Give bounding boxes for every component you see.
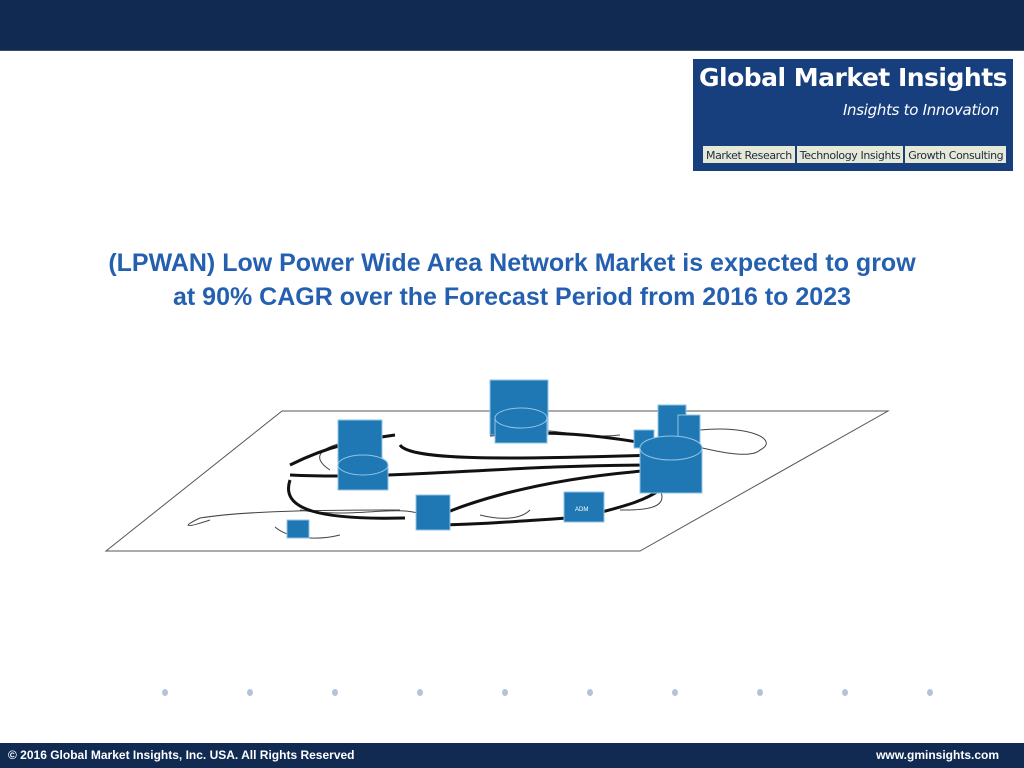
dot: [587, 689, 593, 696]
logo-tag-technology-insights: Technology Insights: [795, 145, 905, 164]
dot: [757, 689, 763, 696]
switch-icon: [286, 491, 605, 539]
logo-tags: Market Research Technology Insights Grow…: [702, 145, 1008, 164]
dot: [842, 689, 848, 696]
dot: [162, 689, 168, 696]
dot: [502, 689, 508, 696]
logo-title: Global Market Insights: [699, 63, 1008, 92]
copyright-text: © 2016 Global Market Insights, Inc. USA.…: [8, 748, 355, 762]
router-icon: [337, 407, 703, 494]
headline-line-2: at 90% CAGR over the Forecast Period fro…: [172, 283, 852, 311]
logo-tagline: Insights to Innovation: [842, 101, 999, 119]
adm-label: ADM: [575, 507, 588, 513]
logo-tag-growth-consulting: Growth Consulting: [904, 145, 1008, 164]
dot: [417, 689, 423, 696]
dot: [247, 689, 253, 696]
dot: [672, 689, 678, 696]
website-link[interactable]: www.gminsights.com: [876, 748, 999, 762]
dot: [332, 689, 338, 696]
company-logo: Global Market Insights Insights to Innov…: [693, 59, 1013, 171]
top-bar: [0, 0, 1024, 51]
network-diagram: ADM: [104, 379, 890, 552]
footer: © 2016 Global Market Insights, Inc. USA.…: [0, 743, 1024, 768]
logo-tag-market-research: Market Research: [702, 145, 796, 164]
dot: [927, 689, 933, 696]
headline: (LPWAN) Low Power Wide Area Network Mark…: [0, 246, 1024, 314]
headline-line-1: (LPWAN) Low Power Wide Area Network Mark…: [108, 249, 916, 277]
